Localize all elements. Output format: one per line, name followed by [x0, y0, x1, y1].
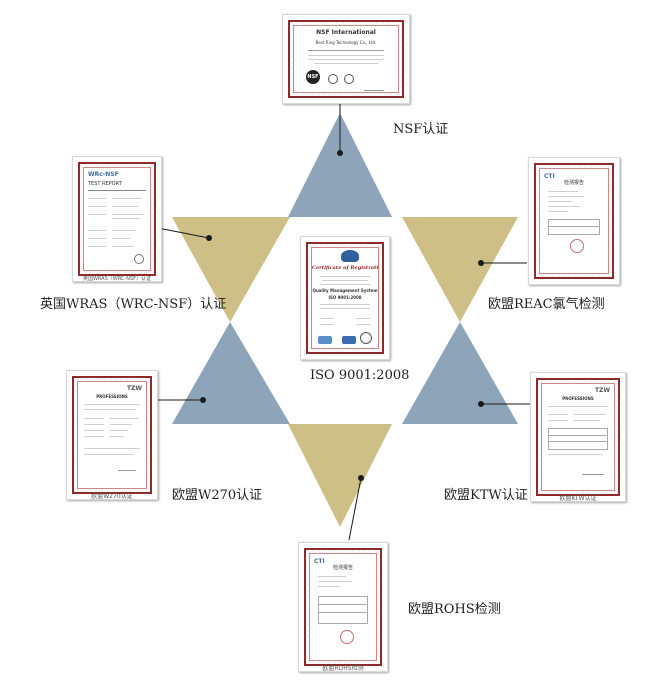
reac-certificate: CTI 检测报告 — [528, 157, 620, 285]
connector-wras — [157, 227, 212, 241]
blue-triangle-right — [402, 322, 518, 424]
tzw-logo-icon: TZW — [126, 385, 142, 392]
nsf-certificate: NSF International Best Ring Technology C… — [282, 14, 410, 104]
rohs-cert-title: 检测报告 — [332, 565, 353, 571]
gold-triangle-left — [172, 217, 290, 322]
rohs-certificate: CTI 检测报告 欧盟ROHS检测 — [298, 542, 388, 672]
cti-logo-icon: CTI — [314, 558, 325, 565]
w270-certificate: TZW PROFESSIONS 欧盟W270认证 — [66, 370, 158, 500]
blue-triangle-top — [288, 113, 392, 217]
nsf-cert-company: Best Ring Technology Co., Ltd. — [315, 40, 377, 45]
connector-reac — [478, 260, 527, 266]
iso-cert-subtitle: Quality Management System — [312, 288, 378, 293]
wras-cert-subtitle: TEST REPORT — [88, 181, 122, 187]
iso-seal-icon — [341, 250, 359, 262]
iso-certificate: Certificate of Registration Quality Mana… — [300, 236, 390, 360]
cti-logo-icon: CTI — [544, 173, 555, 180]
iso-cert-title: Certificate of Registration — [312, 265, 379, 271]
connector-nsf — [337, 103, 343, 156]
label-reac: 欧盟REAC氯气检测 — [488, 297, 605, 312]
ktw-certificate: TZW PROFESSIONS 欧盟KTW认证 — [530, 372, 626, 502]
label-wras: 英国WRAS（WRC-NSF）认证 — [40, 297, 227, 312]
label-iso: ISO 9001:2008 — [310, 368, 410, 383]
connector-w270 — [155, 397, 206, 403]
label-rohs: 欧盟ROHS检测 — [408, 602, 501, 617]
w270-cert-title: PROFESSIONS — [96, 394, 128, 399]
label-ktw: 欧盟KTW认证 — [444, 488, 528, 503]
wras-cert-title: WRc-NSF — [88, 171, 119, 178]
gold-triangle-right — [402, 217, 518, 322]
blue-triangle-left — [172, 322, 290, 424]
rohs-cert-caption: 欧盟ROHS检测 — [322, 665, 364, 672]
wras-certificate: WRc-NSF TEST REPORT 英国WRAS（WRC-NSF）认证 — [72, 156, 162, 282]
iso-cert-standard: ISO 9001:2008 — [328, 295, 362, 300]
ktw-cert-caption: 欧盟KTW认证 — [559, 495, 597, 502]
connector-ktw — [478, 401, 531, 407]
gold-triangle-bottom — [288, 424, 392, 527]
ktw-cert-title: PROFESSIONS — [562, 396, 594, 401]
tzw-logo-icon: TZW — [594, 387, 610, 394]
nsf-logo-icon: NSF — [306, 70, 320, 84]
label-w270: 欧盟W270认证 — [172, 488, 263, 503]
wras-cert-caption: 英国WRAS（WRC-NSF）认证 — [82, 276, 152, 282]
label-nsf: NSF认证 — [393, 122, 449, 137]
nsf-cert-title: NSF International — [316, 29, 376, 36]
connector-rohs — [348, 475, 364, 541]
w270-cert-caption: 欧盟W270认证 — [91, 493, 133, 500]
reac-cert-title: 检测报告 — [563, 180, 584, 186]
